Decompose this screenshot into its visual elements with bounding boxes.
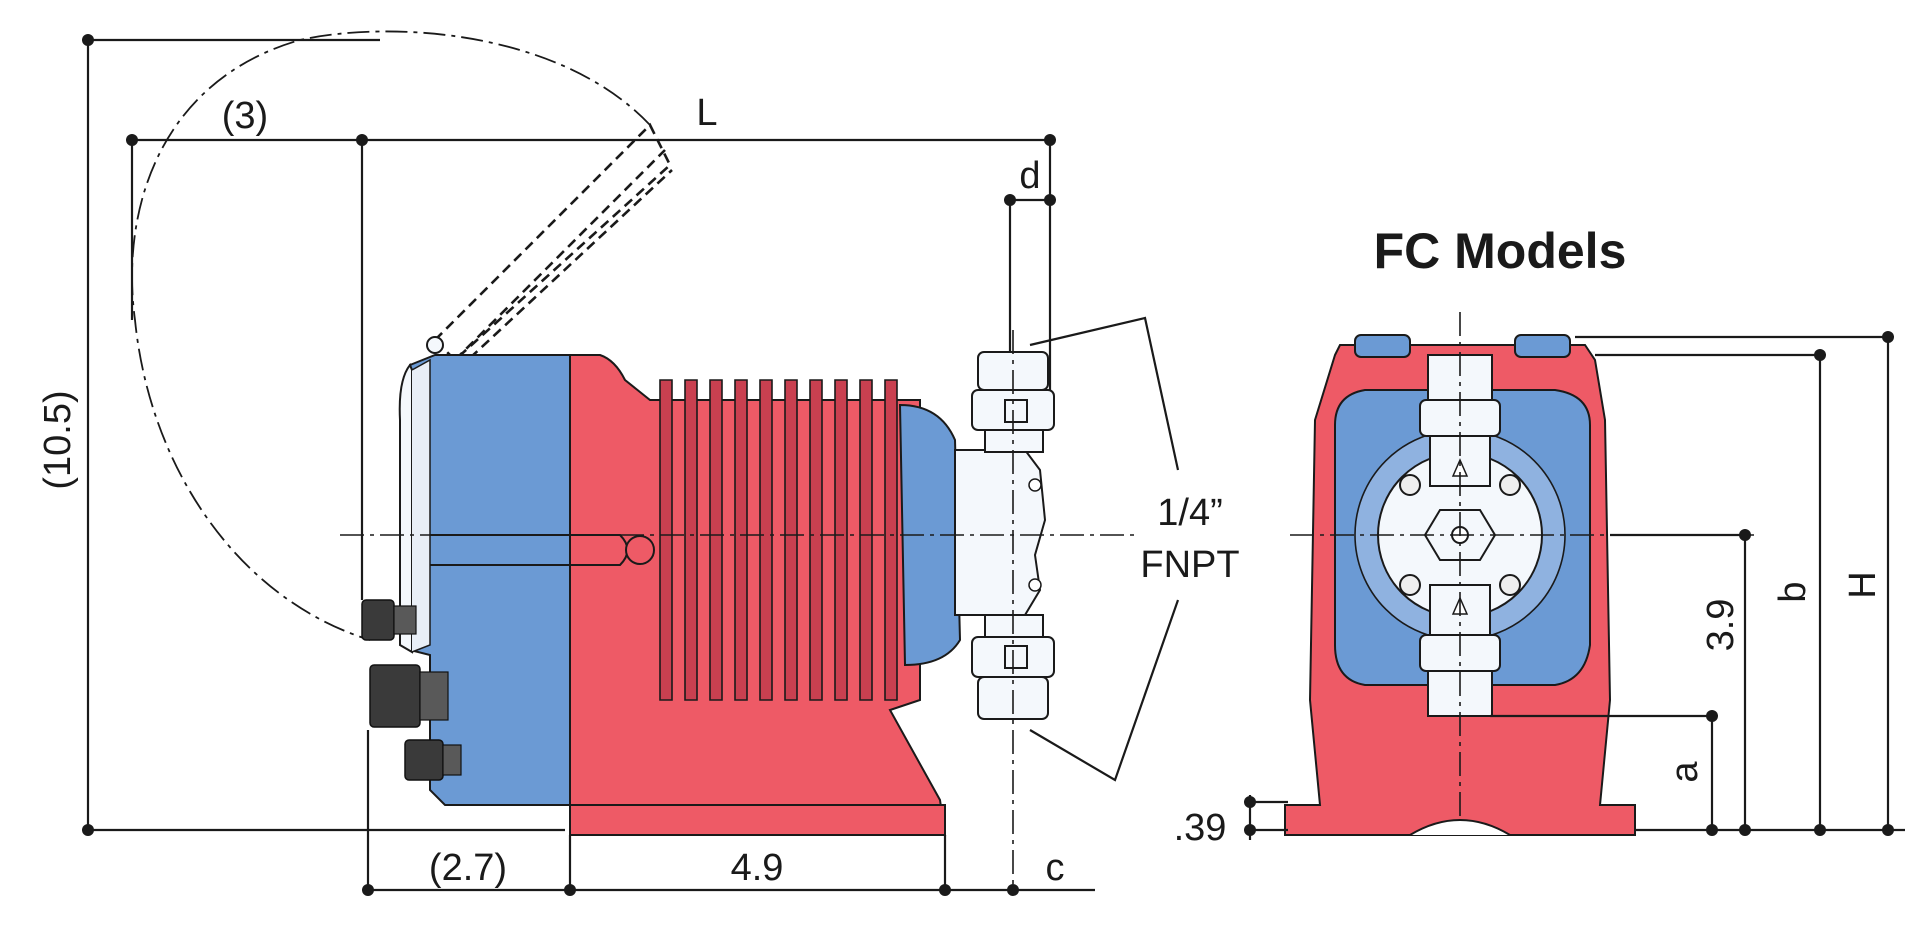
front-cover	[398, 363, 413, 654]
top-cap-right	[1514, 334, 1571, 358]
dim-base-thickness: .39	[1174, 795, 1288, 849]
length-label: L	[696, 92, 717, 134]
base-foot	[569, 804, 946, 836]
head-bolts	[1399, 474, 1521, 596]
base-thickness-label: .39	[1174, 807, 1227, 849]
control-housing	[409, 354, 571, 806]
port-size-line2: FNPT	[1140, 544, 1239, 586]
open-cover-outline	[433, 122, 673, 362]
center-height-letter: b	[1772, 581, 1814, 602]
cooling-fins	[659, 379, 898, 701]
dim-port-offset: d	[1004, 155, 1056, 352]
dim-bottom-chain: (2.7) 4.9 c	[362, 730, 1095, 896]
port-size-callout: 1/4” FNPT	[1029, 316, 1240, 782]
side-view: (10.5) (3) L d 1/4” FNPT	[37, 30, 1240, 896]
dim-length: (3) L	[126, 92, 1056, 600]
center-height-label: 3.9	[1700, 599, 1742, 652]
overall-height-letter: H	[1842, 571, 1884, 598]
base-length-label: 4.9	[731, 847, 784, 889]
cable-connectors	[361, 599, 462, 781]
page-title: FC Models	[1374, 223, 1627, 279]
cover-swing-label: (3)	[222, 95, 268, 137]
dim-overall-height: (10.5)	[37, 34, 565, 836]
rear-depth-label: (2.7)	[429, 847, 507, 889]
dim-front-heights: a 3.9 b H	[1490, 331, 1905, 836]
port-offset-label: d	[1019, 155, 1040, 197]
port-size-line1: 1/4”	[1157, 492, 1222, 534]
cover-swing-arc	[131, 30, 651, 641]
front-view: FC Models	[1174, 223, 1905, 849]
port-to-base-label: c	[1046, 847, 1065, 889]
pump-head	[954, 449, 1047, 616]
overall-height-label: (10.5)	[37, 390, 79, 489]
top-cap-left	[1354, 334, 1411, 358]
lower-port-height-label: a	[1664, 761, 1706, 783]
